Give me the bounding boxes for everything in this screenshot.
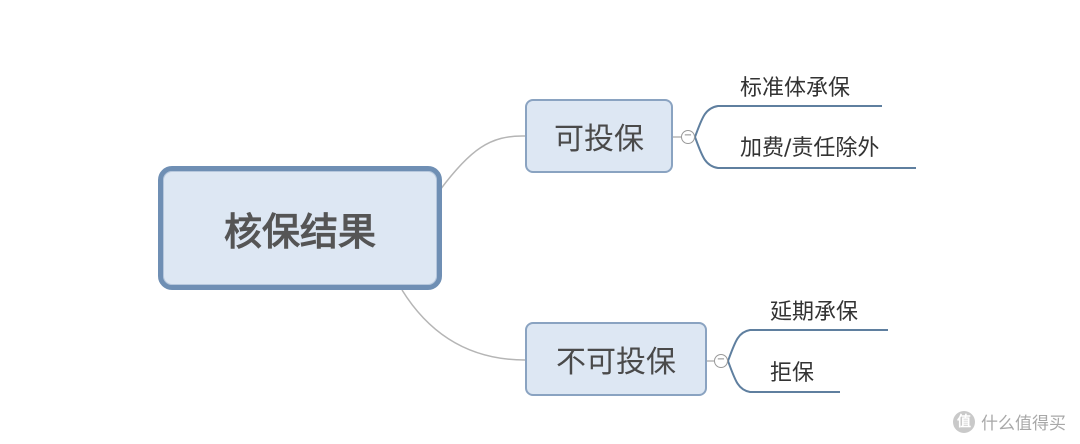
connector-root-to-branch-2 [401,289,526,361]
collapse-toggle-icon[interactable]: − [681,130,695,144]
branch-label: 可投保 [554,122,644,157]
collapse-toggle-icon[interactable]: − [714,354,728,368]
branch-node-not-insurable[interactable]: 不可投保 [525,322,707,396]
root-node[interactable]: 核保结果 [158,166,442,290]
leaf-node-declined[interactable]: 拒保 [770,361,815,386]
watermark-text: 什么值得买 [981,414,1066,434]
watermark: 值 什么值得买 [953,409,1066,434]
root-label: 核保结果 [223,209,376,254]
leaf-node-standard-acceptance[interactable]: 标准体承保 [740,76,851,101]
connector-branch-1-to-leaf-1 [694,105,882,138]
connector-branch-1-to-leaf-2 [694,136,916,169]
connector-branch-2-to-leaf-1 [727,329,888,362]
leaf-node-surcharge-exclusion[interactable]: 加费/责任除外 [740,136,880,161]
branch-node-insurable[interactable]: 可投保 [525,99,673,173]
connector-root-to-branch-1 [439,135,526,191]
branch-label: 不可投保 [556,345,676,380]
leaf-node-postponed[interactable]: 延期承保 [770,300,859,325]
connector-branch-2-to-leaf-2 [727,360,840,393]
watermark-logo-icon: 值 [953,410,975,433]
